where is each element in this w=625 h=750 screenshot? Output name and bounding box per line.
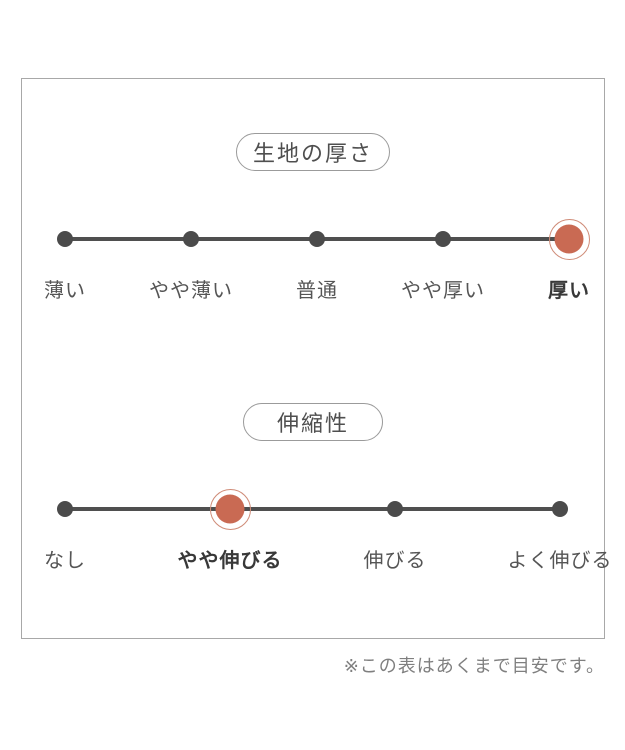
scale-dot <box>435 231 451 247</box>
scale-dot <box>183 231 199 247</box>
disclaimer-note: ※この表はあくまで目安です。 <box>343 656 605 676</box>
scale-dot-selected <box>548 218 590 260</box>
scale-label: なし <box>44 550 86 572</box>
scale-label: 伸びる <box>363 550 427 572</box>
scale-line <box>65 507 560 511</box>
scale-label: 普通 <box>296 280 338 302</box>
scale-label: 薄い <box>44 280 86 302</box>
scale-label: やや厚い <box>401 280 485 302</box>
scale-dot <box>309 231 325 247</box>
rating-chart-box: 生地の厚さ 薄い やや薄い 普通 やや厚い 厚い 伸縮性 なし やや伸びる 伸びる よく伸びる <box>21 78 612 639</box>
scale-dot <box>552 501 568 517</box>
scale-dot <box>57 501 73 517</box>
scale-title-pill: 生地の厚さ <box>235 133 391 171</box>
scale-labels: なし やや伸びる 伸びる よく伸びる <box>44 544 612 574</box>
fabric-thickness-scale: 生地の厚さ 薄い やや薄い 普通 やや厚い 厚い <box>22 79 604 309</box>
selected-marker-ring <box>548 218 590 260</box>
selected-marker-ring <box>209 488 251 530</box>
scale-dot <box>387 501 403 517</box>
scale-title-pill: 伸縮性 <box>243 403 383 441</box>
scale-label: やや薄い <box>149 280 233 302</box>
scale-label-selected: やや伸びる <box>177 550 283 572</box>
scale-label: よく伸びる <box>507 550 613 572</box>
scale-dot <box>57 231 73 247</box>
scale-dot-selected <box>209 488 251 530</box>
scale-title: 伸縮性 <box>276 411 349 436</box>
scale-labels: 薄い やや薄い 普通 やや厚い 厚い <box>44 274 589 304</box>
stretchiness-scale: 伸縮性 なし やや伸びる 伸びる よく伸びる <box>22 349 612 579</box>
scale-title: 生地の厚さ <box>252 141 374 166</box>
scale-label-selected: 厚い <box>548 280 590 302</box>
